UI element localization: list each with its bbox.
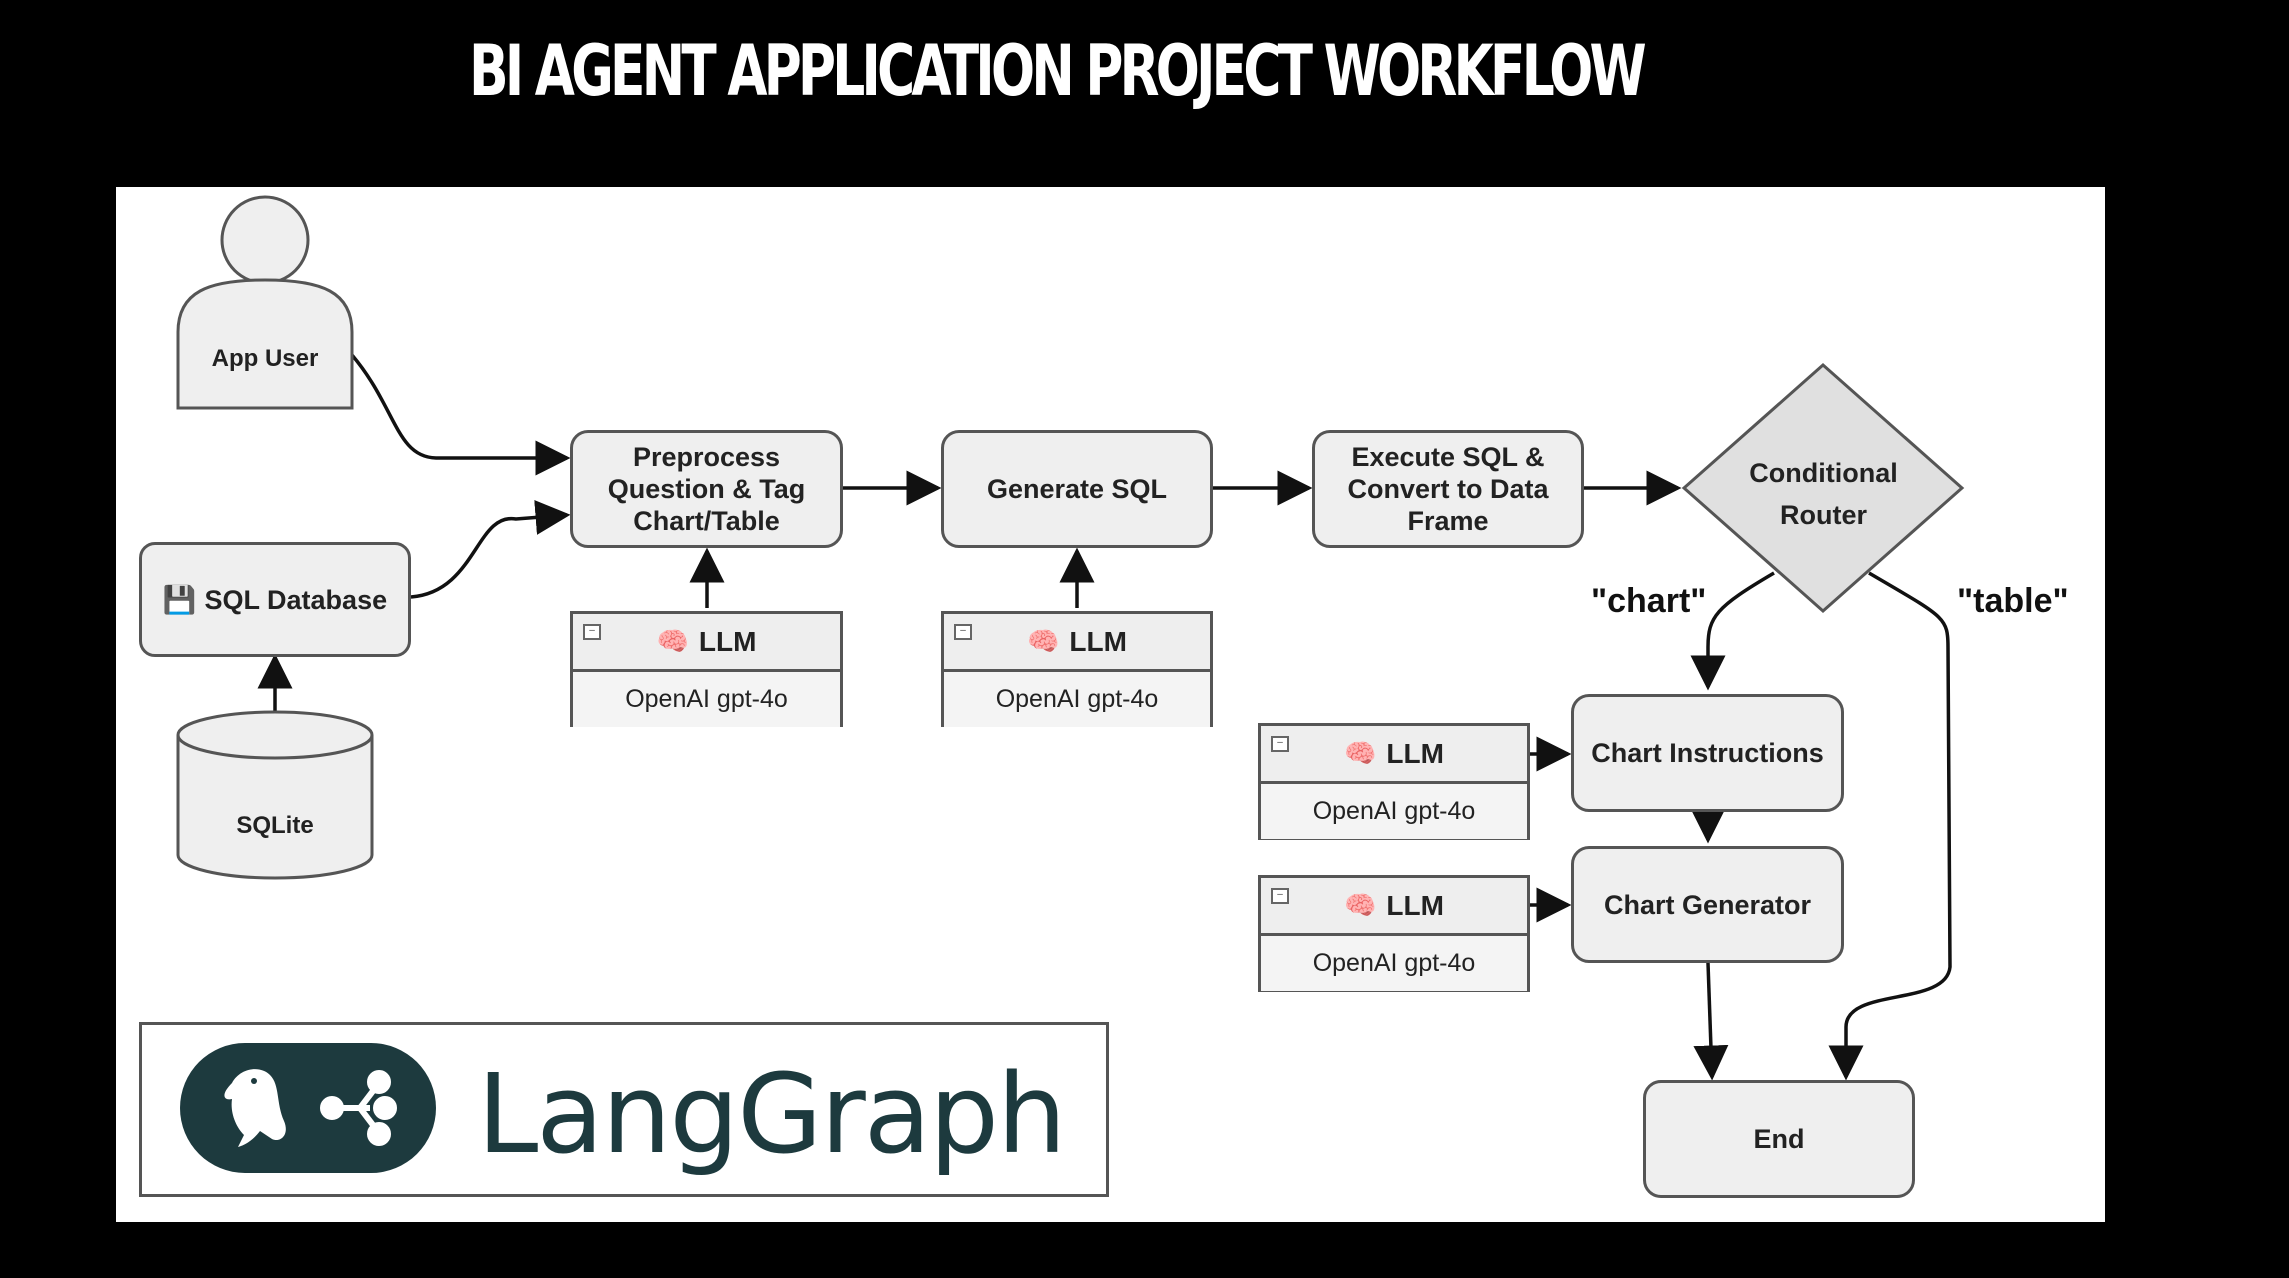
app-user-label: App User — [211, 345, 319, 372]
edge-user-preprocess — [350, 353, 571, 476]
chart-generator-node[interactable]: Chart Generator — [1571, 846, 1844, 963]
brain-icon: 🧠 — [1027, 626, 1060, 656]
conditional-router-label: Conditional Router — [1749, 458, 1898, 530]
brain-icon: 🧠 — [656, 626, 689, 656]
edge-label-chart: "chart" — [1591, 582, 1707, 620]
edge-label-table: "table" — [1957, 582, 2069, 620]
execute-sql-node[interactable]: Execute SQL & Convert to Data Frame — [1312, 430, 1584, 548]
edge-generator-end — [1693, 962, 1729, 1081]
floppy-disk-icon: 💾 — [162, 584, 197, 615]
llm-model: OpenAI gpt-4o — [573, 672, 840, 727]
generate-sql-node[interactable]: Generate SQL — [941, 430, 1213, 548]
langgraph-logo-icon — [180, 1043, 436, 1173]
conditional-router-diamond — [1681, 362, 1965, 614]
llm-model: OpenAI gpt-4o — [944, 672, 1210, 727]
llm-box-preprocess[interactable]: – 🧠 LLM OpenAI gpt-4o — [570, 611, 843, 727]
edge-db-preprocess — [410, 500, 571, 599]
collapse-icon[interactable]: – — [1271, 736, 1289, 752]
collapse-icon[interactable]: – — [583, 624, 601, 640]
llm-label: LLM — [1386, 889, 1444, 921]
llm-box-generate[interactable]: – 🧠 LLM OpenAI gpt-4o — [941, 611, 1213, 727]
collapse-icon[interactable]: – — [954, 624, 972, 640]
edge-router-table — [1828, 571, 1952, 1081]
edges — [176, 195, 1965, 1081]
llm-box-chart-generator[interactable]: – 🧠 LLM OpenAI gpt-4o — [1258, 875, 1530, 992]
llm-label: LLM — [698, 625, 757, 657]
edge-router-chart — [1690, 571, 1775, 691]
langgraph-logo-text: LangGraph — [477, 1050, 1067, 1178]
llm-box-chart-instructions[interactable]: – 🧠 LLM OpenAI gpt-4o — [1258, 723, 1530, 840]
diagram-canvas: App User 💾 SQL Database SQLite Preproces… — [116, 187, 2105, 1222]
brain-icon: 🧠 — [1344, 890, 1377, 920]
llm-model: OpenAI gpt-4o — [1261, 936, 1527, 991]
llm-label: LLM — [1069, 625, 1127, 657]
sqlite-cylinder-icon — [176, 710, 374, 880]
sql-database-node[interactable]: 💾 SQL Database — [139, 542, 411, 657]
sqlite-label: SQLite — [236, 812, 314, 839]
page-title: BI AGENT APPLICATION PROJECT WORKFLOW — [469, 30, 1647, 112]
chart-instructions-node[interactable]: Chart Instructions — [1571, 694, 1844, 812]
langgraph-logo-box: LangGraph — [139, 1022, 1109, 1197]
sql-database-label: SQL Database — [204, 584, 388, 615]
preprocess-node[interactable]: Preprocess Question & Tag Chart/Table — [570, 430, 843, 548]
llm-label: LLM — [1386, 737, 1444, 769]
collapse-icon[interactable]: – — [1271, 888, 1289, 904]
app-user-actor-icon — [176, 195, 354, 410]
llm-model: OpenAI gpt-4o — [1261, 784, 1527, 839]
end-node[interactable]: End — [1643, 1080, 1915, 1198]
brain-icon: 🧠 — [1344, 738, 1377, 768]
